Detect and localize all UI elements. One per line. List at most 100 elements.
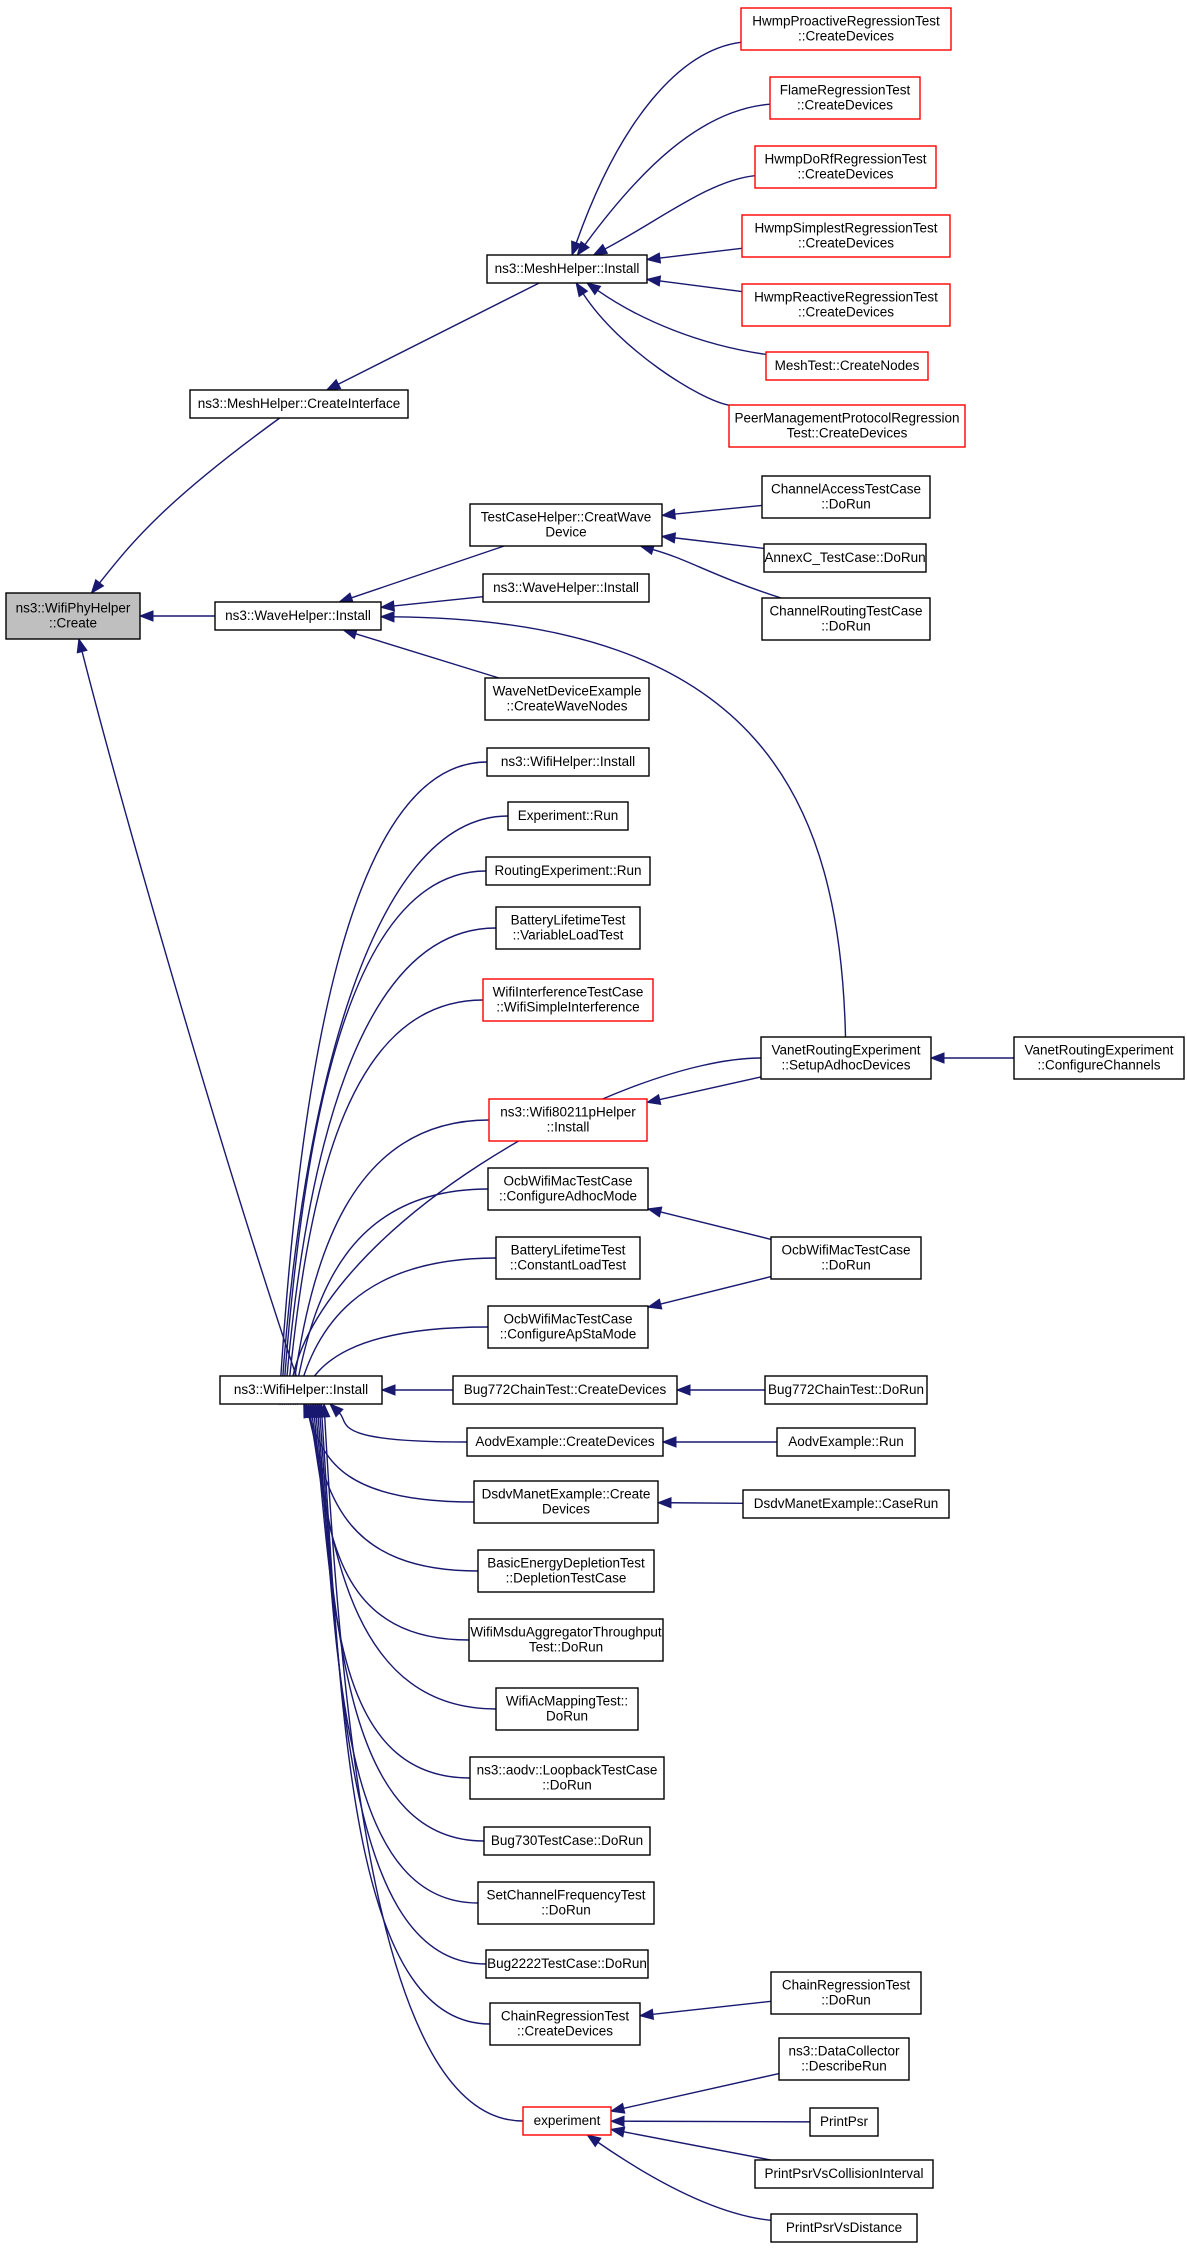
node-setchannel[interactable]: SetChannelFrequencyTest::DoRun — [477, 1881, 655, 1925]
node-label: Bug772ChainTest::CreateDevices — [464, 1382, 667, 1397]
node-aodv-run[interactable]: AodvExample::Run — [776, 1427, 916, 1457]
node-meshtest[interactable]: MeshTest::CreateNodes — [765, 351, 929, 381]
edge-wifi_install-to-wifiphy_create — [81, 651, 297, 1377]
node-bug772-run[interactable]: Bug772ChainTest::DoRun — [764, 1375, 928, 1405]
node-chanrouting[interactable]: ChannelRoutingTestCase::DoRun — [761, 597, 931, 641]
node-wifi-install[interactable]: ns3::WifiHelper::Install — [219, 1375, 383, 1405]
node-battery-const[interactable]: BatteryLifetimeTest::ConstantLoadTest — [495, 1236, 641, 1280]
arrowhead-vanet_setup-to-wave_install — [379, 611, 395, 623]
node-ocb-apsta[interactable]: OcbWifiMacTestCase::ConfigureApStaMode — [487, 1305, 649, 1349]
node-label: ::VariableLoadTest — [513, 928, 624, 943]
node-printpsr-dist[interactable]: PrintPsrVsDistance — [770, 2213, 918, 2243]
node-ocb-dorun[interactable]: OcbWifiMacTestCase::DoRun — [770, 1236, 922, 1280]
node-wave-install2[interactable]: ns3::WaveHelper::Install — [482, 573, 650, 603]
arrowhead-bug772_run-to-bug772_create — [675, 1384, 691, 1396]
node-battery-var[interactable]: BatteryLifetimeTest::VariableLoadTest — [495, 906, 641, 950]
edge-ocb_dorun-to-ocb_adhoc — [660, 1211, 772, 1241]
node-label: Experiment::Run — [518, 808, 619, 823]
node-chainreg-run[interactable]: ChainRegressionTest::DoRun — [770, 1971, 922, 2015]
arrowhead-aodv_run-to-aodv_create — [661, 1436, 677, 1448]
node-box — [5, 592, 141, 640]
node-box — [485, 856, 651, 886]
edge-msdu-to-wifi_install — [309, 1416, 470, 1641]
node-peermgmt[interactable]: PeerManagementProtocolRegressionTest::Cr… — [728, 404, 966, 448]
node-label: ChainRegressionTest — [501, 2009, 630, 2024]
node-label: experiment — [534, 2113, 601, 2128]
node-wavenetdev[interactable]: WaveNetDeviceExample::CreateWaveNodes — [484, 677, 650, 721]
node-mesh-install[interactable]: ns3::MeshHelper::Install — [486, 254, 648, 284]
node-experiment-run[interactable]: Experiment::Run — [507, 801, 629, 831]
node-wifi-install2[interactable]: ns3::WifiHelper::Install — [486, 747, 650, 777]
node-label: DsdvManetExample::Create — [482, 1487, 651, 1502]
node-bug2222[interactable]: Bug2222TestCase::DoRun — [485, 1949, 649, 1979]
node-label: BasicEnergyDepletionTest — [487, 1556, 645, 1571]
node-label: ::DescribeRun — [801, 2059, 887, 2074]
node-label: HwmpSimplestRegressionTest — [754, 221, 937, 236]
node-box — [754, 2159, 934, 2189]
node-label: HwmpReactiveRegressionTest — [754, 290, 938, 305]
node-hwmp-reactive[interactable]: HwmpReactiveRegressionTest::CreateDevice… — [741, 283, 951, 327]
node-flame[interactable]: FlameRegressionTest::CreateDevices — [769, 76, 921, 120]
edge-bug2222-to-wifi_install — [319, 1416, 487, 1965]
node-chainreg-create[interactable]: ChainRegressionTest::CreateDevices — [489, 2002, 641, 2046]
node-label: HwmpDoRfRegressionTest — [764, 152, 926, 167]
node-annexc[interactable]: AnnexC_TestCase::DoRun — [763, 543, 927, 573]
edge-printpsr-to-experiment — [623, 2120, 811, 2123]
arrowhead-hwmp_proactive-to-mesh_install — [571, 240, 582, 257]
node-box — [477, 1881, 655, 1925]
node-mesh-createif[interactable]: ns3::MeshHelper::CreateInterface — [189, 389, 409, 419]
edge-wavenetdev-to-wave_install — [355, 633, 500, 679]
arrowhead-aodv_create-to-wifi_install — [328, 1403, 344, 1418]
node-dsdv-caserun[interactable]: DsdvManetExample::CaseRun — [742, 1489, 950, 1519]
node-hwmp-proactive[interactable]: HwmpProactiveRegressionTest::CreateDevic… — [740, 7, 952, 51]
node-label: SetChannelFrequencyTest — [486, 1888, 645, 1903]
node-box — [477, 1549, 655, 1593]
node-label: ::DoRun — [821, 1258, 871, 1273]
node-box — [763, 543, 927, 573]
node-bug772-create[interactable]: Bug772ChainTest::CreateDevices — [452, 1375, 678, 1405]
node-routing-run[interactable]: RoutingExperiment::Run — [485, 856, 651, 886]
arrowhead-hwmp_reactive-to-mesh_install — [645, 275, 662, 287]
node-wifiphy-create[interactable]: ns3::WifiPhyHelper::Create — [5, 592, 141, 640]
edge-chanaccess-to-testcase_creatwave — [674, 504, 763, 515]
node-box — [482, 978, 654, 1022]
node-ocb-adhoc[interactable]: OcbWifiMacTestCase::ConfigureAdhocMode — [487, 1167, 649, 1211]
node-datacollector[interactable]: ns3::DataCollector::DescribeRun — [778, 2037, 910, 2081]
node-aodv-loopback[interactable]: ns3::aodv::LoopbackTestCase::DoRun — [469, 1756, 665, 1800]
edge-setchannel-to-wifi_install — [317, 1416, 479, 1904]
node-acmapping[interactable]: WifiAcMappingTest::DoRun — [495, 1687, 639, 1731]
edge-experiment-to-wifi_install — [324, 1416, 524, 2122]
edge-testcase_creatwave-to-wave_install — [351, 545, 505, 599]
node-label: ChainRegressionTest — [782, 1978, 911, 1993]
node-bug730[interactable]: Bug730TestCase::DoRun — [483, 1826, 651, 1856]
node-wifiinterf[interactable]: WifiInterferenceTestCase::WifiSimpleInte… — [482, 978, 654, 1022]
node-label: Devices — [542, 1502, 590, 1517]
node-experiment[interactable]: experiment — [522, 2106, 612, 2136]
edge-battery_const-to-wifi_install — [298, 1257, 497, 1392]
edge-wave_install2-to-wave_install — [393, 595, 484, 607]
node-wave-install[interactable]: ns3::WaveHelper::Install — [214, 601, 382, 631]
node-label: ::DepletionTestCase — [506, 1571, 627, 1586]
node-label: ::CreateDevices — [798, 305, 894, 320]
node-chanaccess[interactable]: ChannelAccessTestCase::DoRun — [761, 475, 931, 519]
edge-vanet_setup-to-wave_install — [393, 616, 847, 1038]
node-basicenergy[interactable]: BasicEnergyDepletionTest::DepletionTestC… — [477, 1549, 655, 1593]
node-label: ChannelRoutingTestCase — [769, 604, 922, 619]
edge-hwmp_dorf-to-mesh_install — [604, 174, 756, 250]
node-label: ns3::MeshHelper::Install — [495, 261, 640, 276]
node-printpsr-coll[interactable]: PrintPsrVsCollisionInterval — [754, 2159, 934, 2189]
arrowhead-flame-to-mesh_install — [576, 240, 590, 257]
node-label: ::Install — [547, 1120, 590, 1135]
node-hwmp-simplest[interactable]: HwmpSimplestRegressionTest::CreateDevice… — [741, 214, 951, 258]
node-wifi80211p[interactable]: ns3::Wifi80211pHelper::Install — [488, 1098, 648, 1142]
node-box — [1013, 1036, 1185, 1080]
node-aodv-create[interactable]: AodvExample::CreateDevices — [466, 1427, 664, 1457]
node-dsdv-create[interactable]: DsdvManetExample::CreateDevices — [473, 1480, 659, 1524]
node-hwmp-dorf[interactable]: HwmpDoRfRegressionTest::CreateDevices — [754, 145, 937, 189]
node-vanet-config[interactable]: VanetRoutingExperiment::ConfigureChannel… — [1013, 1036, 1185, 1080]
node-printpsr[interactable]: PrintPsr — [809, 2107, 879, 2137]
edge-aodv_create-to-wifi_install — [338, 1412, 468, 1443]
node-vanet-setup[interactable]: VanetRoutingExperiment::SetupAdhocDevice… — [760, 1036, 932, 1080]
